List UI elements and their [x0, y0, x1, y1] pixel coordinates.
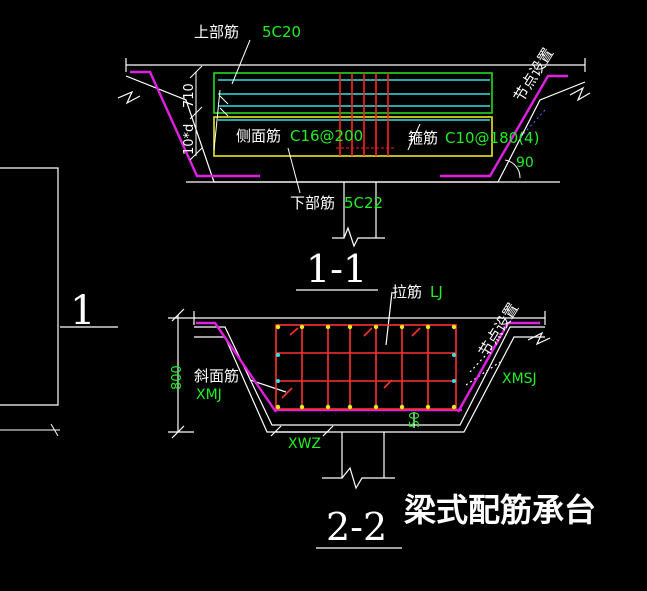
bottom-bar-box	[213, 116, 493, 157]
bottom-bar-label: 下部筋	[290, 194, 335, 212]
height-dim-1-1: 710	[182, 83, 197, 108]
tie-spec: LJ	[430, 283, 443, 301]
top-bar-box	[213, 72, 493, 114]
bottom-bar-spec: 5C22	[344, 194, 383, 212]
section-2-2: 拉筋 LJ 节点设置 800 斜面筋 XMJ XMSJ XWZ 50 2-2	[168, 283, 551, 549]
height-dim-2-2: 800	[170, 365, 185, 390]
top-bar-spec: 5C20	[262, 23, 301, 41]
section-1-1-outline	[117, 58, 591, 248]
drawing-caption: 梁式配筋承台	[404, 491, 596, 529]
xmsj-label: XMSJ	[502, 371, 537, 387]
side-bar-label: 侧面筋	[236, 127, 281, 145]
cover-dim: 50	[408, 411, 423, 428]
section-marker-label: 1	[70, 288, 95, 334]
section-title-2-2: 2-2	[326, 505, 387, 549]
dim-1-1	[189, 65, 229, 161]
stirrups-1-1	[339, 73, 389, 156]
slope-bar-spec: XMJ	[196, 387, 222, 403]
section-1-1: 710 10*d 上部筋 5C20 侧面筋 C16@200 箍筋 C10@180…	[117, 23, 591, 291]
section-2-2-outline	[168, 291, 551, 490]
bar-dots-2-2	[275, 324, 457, 410]
angle-label: 90	[516, 155, 534, 171]
slab-rebar-2-2	[196, 321, 540, 413]
node-note-2-2: 节点设置	[475, 300, 522, 360]
slope-bar-label: 斜面筋	[194, 367, 239, 385]
stirrup-label: 箍筋	[408, 129, 438, 147]
rebar-grid-2-2	[275, 324, 457, 410]
tie-label: 拉筋	[392, 283, 422, 301]
xwz-label: XWZ	[288, 436, 321, 452]
side-bar-spec: C16@200	[290, 127, 363, 145]
side-bars-1-1	[218, 79, 490, 121]
side-dim-1-1: 10*d	[182, 124, 197, 155]
section-title-1-1: 1-1	[306, 247, 367, 291]
slab-rebar-1-1	[130, 70, 568, 178]
top-bar-label: 上部筋	[194, 23, 239, 41]
left-elevation: 1	[0, 167, 118, 437]
stirrup-spec: C10@180(4)	[445, 129, 539, 147]
